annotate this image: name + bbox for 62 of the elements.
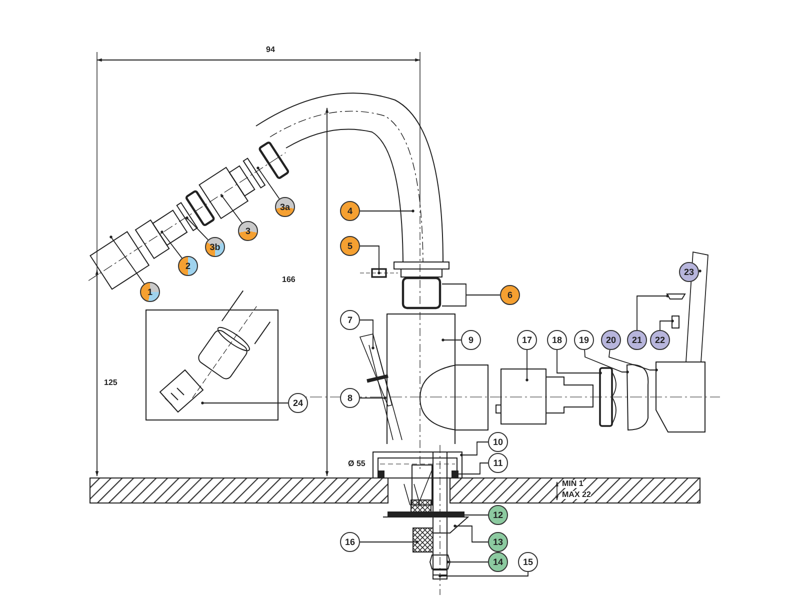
leader-line: [660, 320, 674, 330]
callout-number: 24: [288, 393, 308, 413]
callout-number: 4: [340, 201, 360, 221]
leader-line: [160, 230, 182, 258]
callout-number: 21: [627, 330, 647, 350]
leader-line: [460, 442, 488, 456]
leader-line: [466, 294, 500, 296]
thickness-value: MIN 1: [562, 480, 584, 488]
diameter-value: Ø 55: [348, 460, 366, 468]
leader-line: [454, 524, 488, 542]
leader-line: [256, 166, 280, 200]
leader-line: [360, 396, 386, 400]
leader-line: [698, 270, 702, 272]
callout-number: 8: [340, 388, 360, 408]
leader-line: [608, 349, 658, 372]
callout-number: 12: [488, 505, 508, 525]
callout-number: 2: [178, 256, 198, 276]
leader-line: [556, 350, 602, 374]
leader-line: [110, 236, 145, 284]
leader-line: [186, 216, 208, 240]
leader-line: [442, 338, 462, 342]
dimension-value: 94: [266, 46, 275, 54]
dimension-value: 166: [282, 276, 296, 284]
callout-number: 10: [488, 432, 508, 452]
callout-number: 6: [500, 285, 520, 305]
thickness-value: MAX 22: [562, 491, 591, 499]
callout-number: 9: [461, 330, 481, 350]
callout-number: 11: [488, 453, 508, 473]
callout-number: 17: [517, 330, 537, 350]
leader-line: [526, 350, 528, 382]
callout-number: 22: [650, 330, 670, 350]
nut-drawing: [599, 367, 613, 427]
leader-line: [360, 540, 418, 544]
callout-number: 20: [601, 330, 621, 350]
base-plate: [372, 452, 462, 478]
leader-line: [636, 294, 669, 330]
aerator-drawing: [160, 369, 204, 412]
leader-line: [201, 402, 288, 404]
callout-number: 5: [340, 236, 360, 256]
leader-line: [457, 462, 488, 474]
leader-line: [464, 514, 488, 516]
leader-line: [220, 194, 242, 224]
callout-number: 14: [488, 552, 508, 572]
insert-drawing: [672, 316, 680, 328]
cap-drawing: [666, 294, 686, 300]
leader-line: [446, 560, 488, 564]
leader-line: [360, 210, 414, 212]
leader-line: [584, 350, 629, 374]
callout-number: 18: [547, 330, 567, 350]
callout-number: 7: [340, 310, 360, 330]
callout-number: 16: [340, 532, 360, 552]
callout-number: 13: [488, 532, 508, 552]
cover-drawing: [626, 364, 649, 430]
callout-number: 19: [574, 330, 594, 350]
callout-number: 15: [518, 552, 538, 572]
seal: [452, 470, 458, 478]
leader-line: [360, 246, 380, 274]
callout-number: 23: [679, 262, 699, 282]
dimension-value: 125: [104, 379, 118, 387]
handle-body-drawing: [656, 362, 706, 432]
leader-line: [438, 572, 528, 578]
leader-line: [360, 320, 374, 350]
